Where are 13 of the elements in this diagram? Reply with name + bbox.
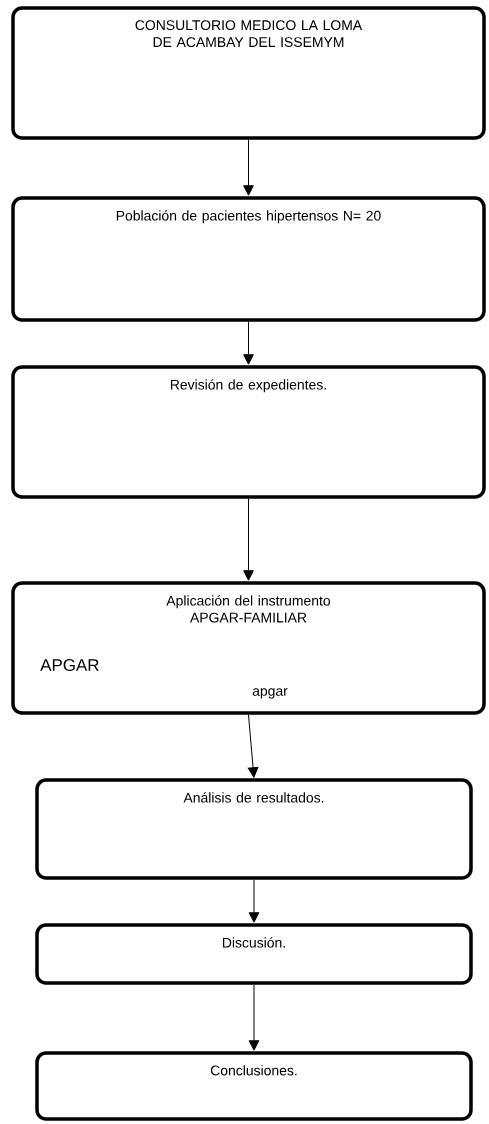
process-box: Aplicación del instrumento APGAR-FAMILIAR APGAR apgar [11,581,486,715]
arrow [243,139,254,196]
arrow [248,879,260,923]
process-box: CONSULTORIO MEDICO LA LOMA DE ACAMBAY DEL ISSEMYM [11,6,486,140]
arrow [247,714,259,778]
process-box: Población de pacientes hipertensos N= 20 [11,196,486,322]
arrow [243,321,254,365]
process-box: Conclusiones. [35,1051,473,1121]
process-box: Revisión de expedientes. [11,365,486,499]
process-box: Análisis de resultados. [35,778,473,880]
arrow [243,498,254,581]
process-box: Discusión. [35,923,473,985]
arrow [248,984,260,1051]
